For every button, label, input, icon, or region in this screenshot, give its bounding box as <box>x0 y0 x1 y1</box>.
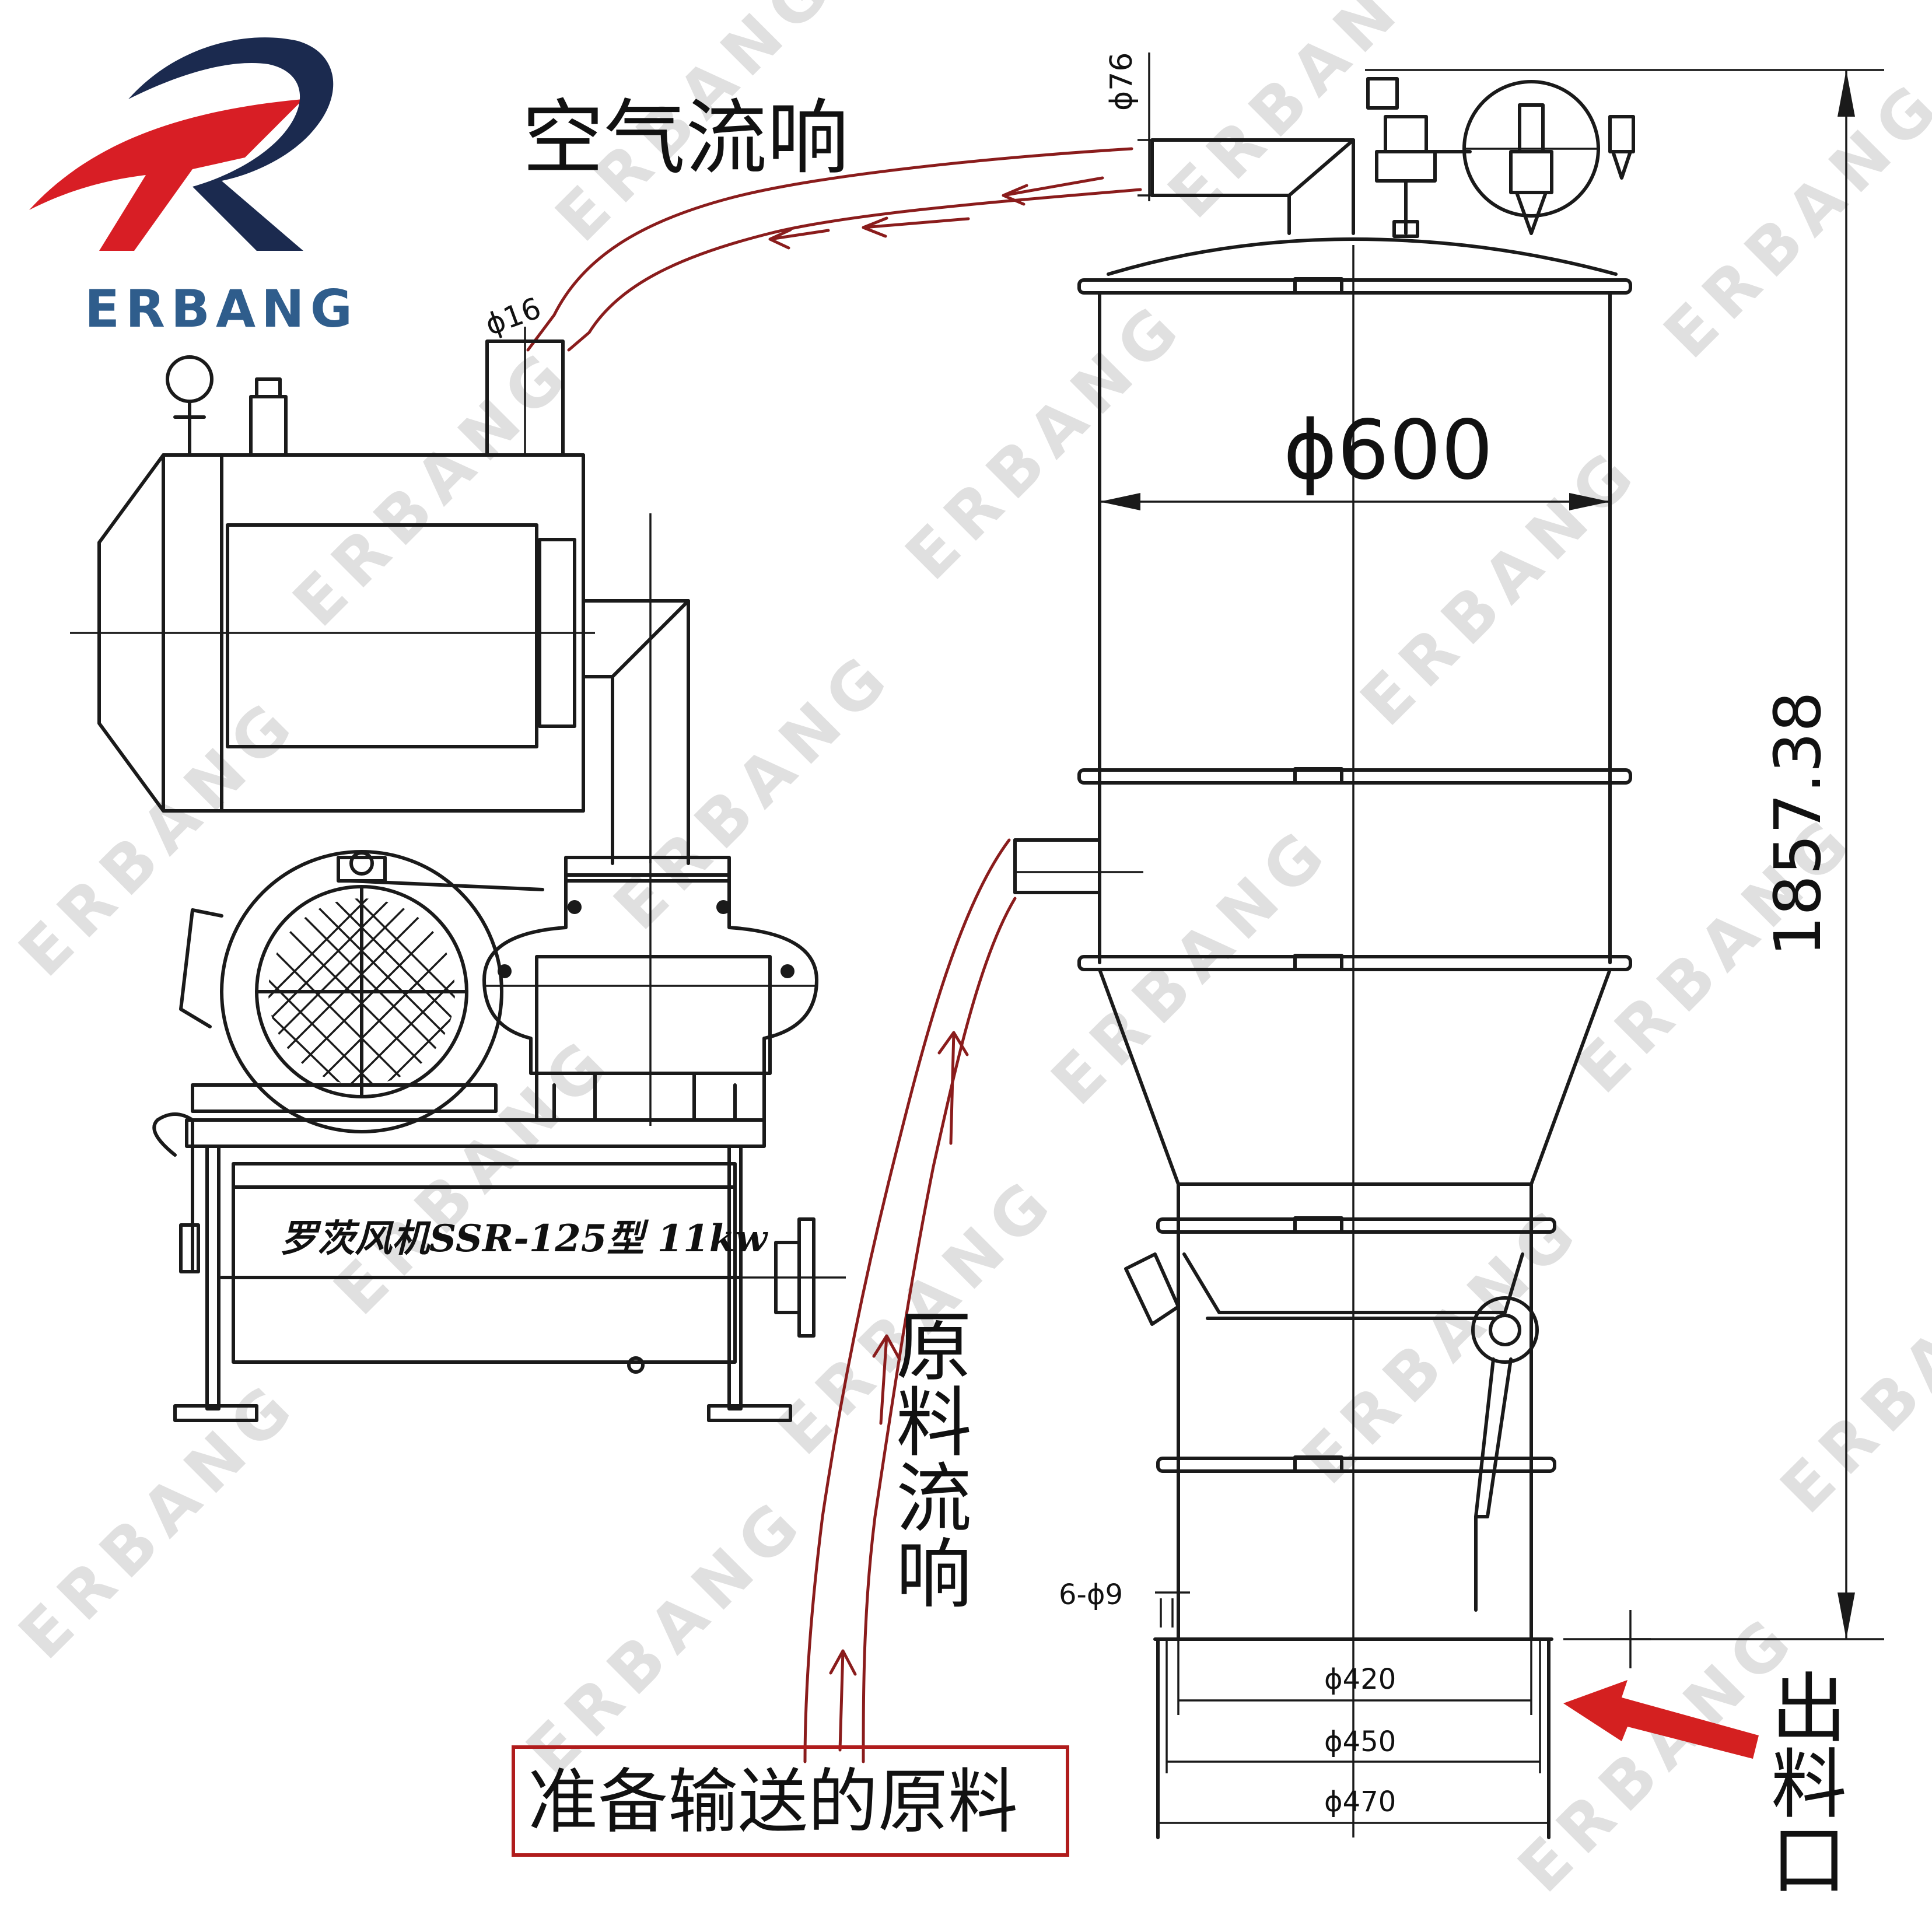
relief-valve-icon <box>249 395 288 457</box>
label-material-to-convey: 准备输送的原料 <box>528 1762 1018 1843</box>
watermark: ERBANG <box>1037 811 1345 1119</box>
pressure-gauge-icon <box>166 355 214 403</box>
label-material-flow-text: 原料流响 <box>883 1307 972 1610</box>
solenoid-valve-icon <box>1384 115 1428 153</box>
dim-air-pipe-top: ϕ76 <box>1104 52 1139 111</box>
outlet-arrow-icon <box>1563 1680 1759 1759</box>
dim-flange-outer: ϕ470 <box>1324 1786 1396 1818</box>
material-source-box: 准备输送的原料 <box>512 1745 1069 1857</box>
pulse-valve-assembly <box>1366 77 1635 238</box>
dim-bolt-holes: 6-ϕ9 <box>1059 1578 1123 1611</box>
tank-air-pipe: ϕ76 ϕ16 <box>481 52 1355 342</box>
logo-red-swoosh <box>29 99 303 251</box>
watermark: ERBANG <box>891 286 1199 594</box>
handwheel-icon <box>1471 1296 1539 1364</box>
label-material-flow: 原料流响 <box>883 1307 972 1610</box>
watermark: ERBANG <box>5 1365 313 1673</box>
sight-port-icon <box>1124 1252 1180 1326</box>
watermark: ERBANG <box>1650 64 1932 372</box>
watermark: ERBANG <box>1288 1190 1596 1498</box>
watermark: ERBANG <box>512 1482 820 1790</box>
blower-base-frame: 罗茨风机SSR-125型 11kw <box>152 1112 846 1422</box>
logo-brand-text: ERBANG <box>85 279 358 339</box>
label-outlet: 出料口 <box>1758 1668 1847 1896</box>
dim-flange-inner: ϕ420 <box>1324 1663 1396 1696</box>
air-flow-path <box>526 147 1142 352</box>
watermark: ERBANG <box>600 636 908 944</box>
material-flow-path <box>803 838 1017 1763</box>
blower-silencer <box>70 327 595 813</box>
connecting-pipe <box>582 513 690 865</box>
dim-tank-diameter: ϕ600 <box>1283 403 1493 498</box>
erbang-logo: ERBANG <box>29 37 358 339</box>
label-air-flow: 空气流响 <box>522 91 849 186</box>
dim-flange-mid: ϕ450 <box>1324 1726 1396 1758</box>
receiver-tank: ϕ600 <box>1013 69 1884 1839</box>
watermark: ERBANG <box>320 1021 628 1329</box>
blower-nameplate: 罗茨风机SSR-125型 11kw <box>280 1217 768 1261</box>
logo-navy-arc <box>128 37 334 251</box>
watermark: ERBANG <box>1766 1219 1932 1527</box>
label-outlet-text: 出料口 <box>1758 1668 1847 1896</box>
dim-total-height: 1857.38 <box>1760 691 1835 957</box>
